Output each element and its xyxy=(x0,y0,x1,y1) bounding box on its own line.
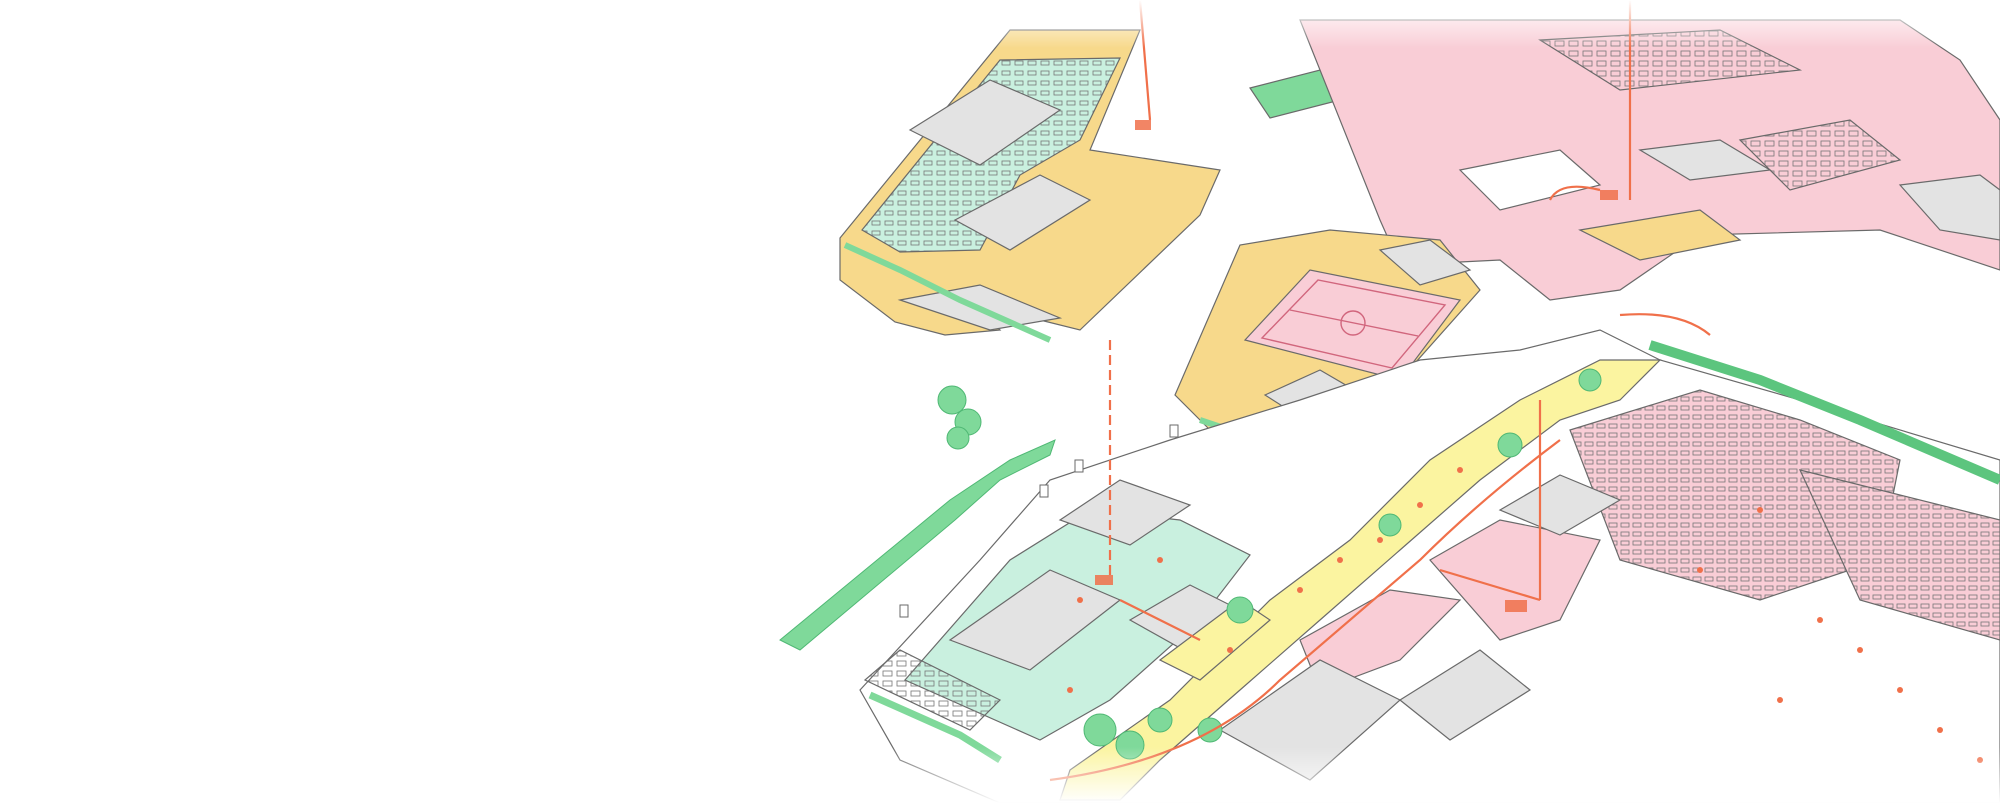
diagram-canvas xyxy=(0,0,2000,803)
isometric-campus-diagram xyxy=(0,0,2000,803)
edge-fade xyxy=(0,0,2000,803)
